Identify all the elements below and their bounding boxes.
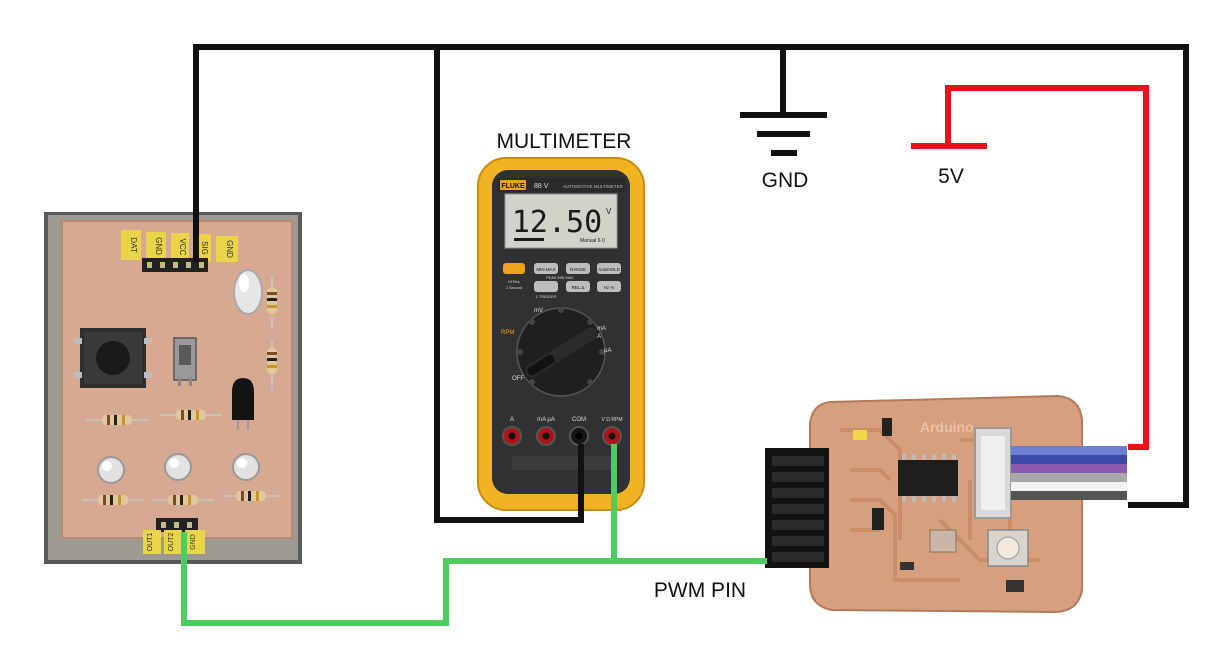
wire-5v <box>945 85 1149 450</box>
jack-label-a: A <box>510 417 514 423</box>
smd-resistor <box>882 418 892 436</box>
header-label-vcc: VCC <box>178 239 187 256</box>
dial-rpm: RPM <box>501 330 514 336</box>
jack-label-ma: mA μA <box>537 417 555 423</box>
5v-label: 5V <box>938 165 964 188</box>
lcd-bargraph <box>514 238 544 241</box>
btn-autohold: AutoHOLD <box>598 267 621 272</box>
fuse-info-panel <box>512 456 612 470</box>
wire-gnd-multimeter <box>434 47 584 523</box>
push-button <box>74 328 152 388</box>
pin-header-top <box>142 258 208 272</box>
bottom-label-out1: OUT1 <box>147 533 154 552</box>
female-header <box>765 448 829 568</box>
header-label-dat: DAT <box>129 237 138 253</box>
header-label-gnd-2: GND <box>225 240 234 258</box>
led-clear-top <box>233 269 263 315</box>
jack-label-com: COM <box>572 417 586 423</box>
multimeter-buttons: MIN MAX RANGE AutoHOLD PEAK MIN MAX 1 TR… <box>503 263 621 299</box>
5v-rail-symbol <box>911 143 987 149</box>
microcontroller-chip <box>898 454 958 502</box>
multimeter-model: 88 V <box>534 183 549 190</box>
multimeter-mode: Manual 6 0 <box>580 238 605 244</box>
resistor <box>152 495 214 505</box>
bottom-label-gnd: GND <box>190 534 197 550</box>
label-hi-res: Hi Res <box>508 280 519 284</box>
ir-led <box>232 378 254 430</box>
pwm-pin-label: PWM PIN <box>654 579 746 602</box>
resistor <box>267 340 277 390</box>
multimeter-subtitle: AUTOMOTIVE MULTIMETER <box>563 184 624 189</box>
led-clear <box>232 453 260 481</box>
dial-ma: mA <box>597 326 606 332</box>
resistor <box>82 495 144 505</box>
resistor <box>222 491 280 501</box>
board-silk-text: Arduino <box>920 419 974 435</box>
btn-range: RANGE <box>570 267 586 272</box>
header-label-sig: SIG <box>200 241 209 255</box>
dial-off: OFF <box>512 376 524 382</box>
ribbon-connector <box>974 427 1127 519</box>
smd-resistor <box>900 562 914 570</box>
label-1-second: 1 Second <box>506 286 522 290</box>
crystal <box>929 529 957 553</box>
wires <box>181 44 1189 626</box>
wire-pwm <box>181 532 767 626</box>
dial-ua: μA <box>604 348 611 354</box>
resistor <box>267 276 277 330</box>
btn-trigger-label: 1 TRIGGER <box>536 295 557 299</box>
rotary-dial: OFF RPM mV mA μA A <box>501 307 611 397</box>
smd-capacitor <box>853 430 867 440</box>
resistor <box>160 410 222 420</box>
btn-min-max: MIN MAX <box>536 267 555 272</box>
bottom-label-out2: OUT2 <box>168 533 175 552</box>
multimeter-label: MULTIMETER <box>497 130 632 153</box>
btn-rel: REL Δ <box>572 285 585 290</box>
dial-a: A <box>597 334 601 340</box>
smd-resistor <box>872 508 884 530</box>
jack-label-v: V Ω RPM <box>602 417 623 423</box>
resistor <box>86 415 148 425</box>
input-jacks: A mA μA COM V Ω RPM <box>502 417 623 446</box>
ground-symbol <box>740 112 827 156</box>
sensor-board: DAT GND VCC SIG GND <box>44 212 302 564</box>
smd-resistor <box>1006 580 1024 592</box>
multimeter-brand: FLUKE <box>501 183 525 190</box>
arduino-board: Arduino <box>765 394 1127 614</box>
btn-hz: Hz % <box>604 285 615 290</box>
header-label-gnd: GND <box>154 237 163 255</box>
reset-button <box>987 529 1029 567</box>
multimeter-unit: V <box>606 207 612 216</box>
led-clear <box>97 456 125 484</box>
wire-gnd-sensor <box>193 44 1189 508</box>
dial-mv: mV <box>534 308 543 314</box>
slide-switch <box>173 337 197 386</box>
gnd-label: GND <box>762 169 809 192</box>
btn-peak-label: PEAK MIN MAX <box>546 276 574 280</box>
multimeter-reading: 12.50 <box>512 205 602 240</box>
multimeter: FLUKE 88 V AUTOMOTIVE MULTIMETER 12.50 V… <box>477 157 645 511</box>
pin-header-bottom: OUT1 OUT2 GND <box>143 518 205 554</box>
led-clear <box>164 453 192 481</box>
